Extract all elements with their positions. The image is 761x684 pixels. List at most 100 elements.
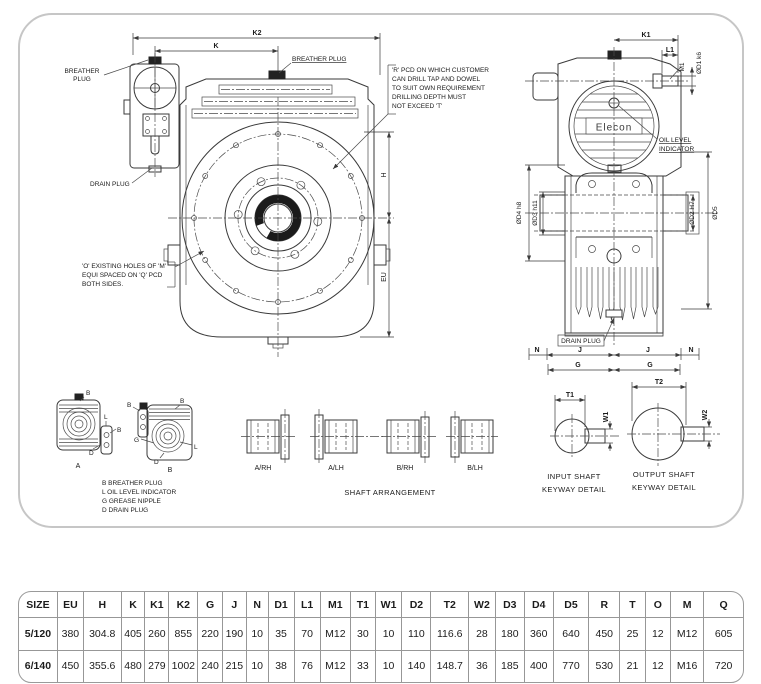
column-header-h: H <box>82 592 122 618</box>
table-cell: 70 <box>293 617 321 651</box>
gearbox-front-body <box>163 70 394 357</box>
column-header-r: R <box>588 592 621 618</box>
column-header-d4: D4 <box>523 592 554 618</box>
r-pcd-note: 'R' PCD ON WHICH CUSTOMER CAN DRILL TAP … <box>332 64 489 170</box>
column-header-l1: L1 <box>293 592 321 618</box>
mounting-a-label: A <box>76 463 81 470</box>
dim-m1-label: M1 <box>679 62 686 71</box>
o-holes-note: 'O' EXISTING HOLES OF 'M' EQUI SPACED ON… <box>82 250 205 288</box>
shaft-arrangement-blh: B/LH <box>446 411 498 472</box>
table-cell: 110 <box>401 617 432 651</box>
table-cell: 21 <box>619 649 646 682</box>
breather-plug-top-label: BREATHER PLUG <box>292 56 346 63</box>
table-cell: 530 <box>588 649 621 682</box>
table-cell: 360 <box>523 617 554 651</box>
column-header-d1: D1 <box>267 592 295 618</box>
table-cell: M16 <box>669 649 705 682</box>
svg-text:BOTH SIDES.: BOTH SIDES. <box>82 281 123 288</box>
column-header-t1: T1 <box>350 592 376 618</box>
table-cell: 38 <box>267 649 295 682</box>
oil-level-label-1: OIL LEVEL <box>659 137 692 144</box>
worm-housing-cover: Elecon <box>568 80 660 172</box>
svg-text:W1: W1 <box>603 412 610 423</box>
table-cell: 450 <box>56 649 84 682</box>
table-cell: 260 <box>144 617 170 651</box>
svg-text:DRILLING DEPTH MUST: DRILLING DEPTH MUST <box>392 94 466 101</box>
output-keyway: T2 W2 OUTPUT SHAFT KEYWAY DETAIL <box>627 379 720 492</box>
dim-k2-label: K2 <box>253 30 262 37</box>
plug-legend: B BREATHER PLUG L OIL LEVEL INDICATOR G … <box>102 480 176 514</box>
svg-text:J: J <box>578 347 582 354</box>
breather-plug-side-label-2: PLUG <box>73 76 91 83</box>
dim-h-label: H <box>381 172 388 177</box>
column-header-w2: W2 <box>468 592 496 618</box>
dim-d5-label: ØD5 <box>712 206 719 220</box>
table-cell: 480 <box>120 649 146 682</box>
column-header-o: O <box>644 592 671 618</box>
column-header-t2: T2 <box>430 592 470 618</box>
table-cell: 12 <box>644 617 671 651</box>
table-cell: 215 <box>221 649 247 682</box>
table-cell: 855 <box>168 617 199 651</box>
svg-text:T2: T2 <box>655 379 663 386</box>
shaft-arrangement-brh: B/RH <box>382 411 436 472</box>
svg-text:N: N <box>688 347 693 354</box>
svg-text:T1: T1 <box>566 392 574 399</box>
table-cell: 140 <box>401 649 432 682</box>
table-cell: 240 <box>197 649 223 682</box>
cooling-fins <box>575 267 659 321</box>
table-cell: M12 <box>669 617 705 651</box>
svg-text:B: B <box>127 402 131 409</box>
table-cell: M12 <box>319 649 352 682</box>
table-cell: 148.7 <box>430 649 470 682</box>
shaft-arrangement-arh: A/RH <box>241 409 296 472</box>
svg-text:CAN DRILL TAP AND DOWEL: CAN DRILL TAP AND DOWEL <box>392 76 481 83</box>
table-cell: 190 <box>221 617 247 651</box>
oil-level-label-2: INDICATOR <box>659 146 694 153</box>
svg-text:A/RH: A/RH <box>255 465 272 472</box>
side-drain-plug-label: DRAIN PLUG <box>561 338 601 345</box>
table-cell: 720 <box>703 649 743 682</box>
table-cell: 12 <box>644 649 671 682</box>
breather-plug-side-label-1: BREATHER <box>65 68 100 75</box>
mounting-b-label: B <box>168 467 173 474</box>
svg-text:L OIL LEVEL INDICATOR: L OIL LEVEL INDICATOR <box>102 489 176 496</box>
svg-text:J: J <box>646 347 650 354</box>
front-view: K2 K H EU BREATHER PLUG BREATHER PLUG DR… <box>65 30 489 357</box>
svg-text:D: D <box>89 450 94 457</box>
svg-text:G: G <box>134 437 139 444</box>
table-cell: 405 <box>120 617 146 651</box>
dim-d3-label: ØD3 h11 <box>532 200 539 226</box>
dim-eu-label: EU <box>381 272 388 282</box>
svg-text:EQUI SPACED ON 'Q' PCD: EQUI SPACED ON 'Q' PCD <box>82 272 163 279</box>
svg-text:OUTPUT SHAFT: OUTPUT SHAFT <box>633 470 695 479</box>
table-cell: 640 <box>552 617 590 651</box>
input-shaft <box>525 73 688 89</box>
table-cell: 185 <box>494 649 525 682</box>
table-cell: 33 <box>350 649 376 682</box>
table-cell: 35 <box>267 617 295 651</box>
side-body <box>525 47 720 345</box>
breather-unit-side-view <box>123 53 180 177</box>
table-cell: 10 <box>245 649 269 682</box>
table-cell: 770 <box>552 649 590 682</box>
svg-text:B: B <box>117 427 121 434</box>
table-cell: 355.6 <box>82 649 122 682</box>
table-cell: 400 <box>523 649 554 682</box>
column-header-eu: EU <box>56 592 84 618</box>
dim-l1-label: L1 <box>666 47 674 54</box>
svg-text:B: B <box>86 390 90 397</box>
table-cell: 220 <box>197 617 223 651</box>
svg-text:G: G <box>647 362 653 369</box>
column-header-m: M <box>669 592 705 618</box>
keyway-details: T1 W1 INPUT SHAFT KEYWAY DETAIL T2 <box>542 379 720 494</box>
column-header-m1: M1 <box>319 592 352 618</box>
lower-bracket <box>575 236 653 264</box>
drawing-panel: K2 K H EU BREATHER PLUG BREATHER PLUG DR… <box>18 13 744 528</box>
svg-text:KEYWAY DETAIL: KEYWAY DETAIL <box>542 485 606 494</box>
dim-k1-label: K1 <box>642 32 651 39</box>
shaft-arrangement-title: SHAFT ARRANGEMENT <box>344 488 435 497</box>
